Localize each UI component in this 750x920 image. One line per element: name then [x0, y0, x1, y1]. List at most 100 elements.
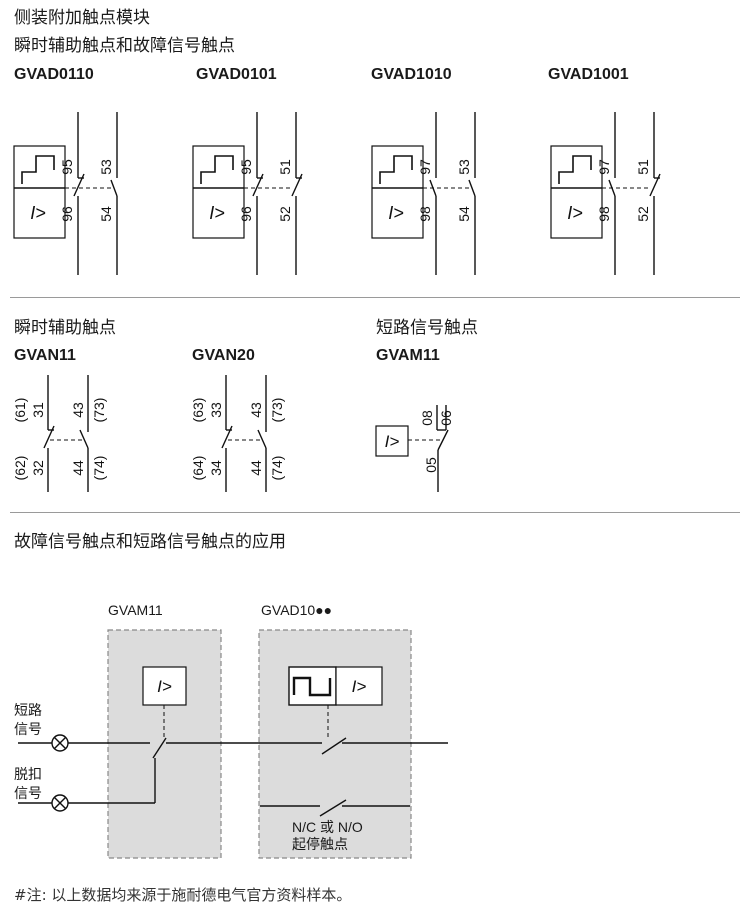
terminal-label: 05: [423, 457, 439, 473]
divider-1: [10, 297, 740, 298]
box2-relay-text: I>: [352, 677, 367, 696]
terminal-label: 51: [277, 159, 293, 175]
terminal-label: 54: [98, 206, 114, 222]
terminal-label: 43: [70, 402, 86, 418]
start-stop-note: 起停触点: [292, 837, 348, 853]
blade: [79, 429, 89, 449]
section1-subtitle: 瞬时辅助触点和故障信号触点: [14, 36, 235, 56]
module-code-2: GVAD0101: [196, 66, 277, 83]
terminal-label: 53: [98, 159, 114, 175]
gvam11-relay-box-text: I>: [385, 432, 400, 451]
terminal-label: (63): [190, 398, 206, 423]
contact-a-blade: [252, 173, 264, 197]
thermal-trip-icon: [558, 155, 592, 184]
gvam11-relay-box: [375, 425, 409, 457]
blade: [257, 429, 267, 449]
terminal-label: 31: [30, 402, 46, 418]
terminal-label: 95: [59, 159, 75, 175]
thermal-box: [288, 666, 337, 706]
contact-b-blade: [291, 173, 303, 197]
terminal-label: 51: [635, 159, 651, 175]
terminal-label: 44: [70, 460, 86, 476]
section2-diagrams: (61)31 43 (73) (62)32 44 (74) (63)33 43 (73) (64)…: [12, 375, 454, 492]
thermal-trip-icon: [200, 155, 234, 184]
gvam11-box: [107, 629, 222, 859]
terminal-label: (73): [269, 398, 285, 423]
gvan20-diagram: (63)33 43 (73) (64)34 44 (74): [190, 375, 285, 492]
module-diagram-1: I> 95 96 53 54: [13, 112, 118, 275]
module-code-3: GVAD1010: [371, 66, 452, 83]
terminal-label: 97: [417, 159, 433, 175]
terminal-label: 43: [248, 402, 264, 418]
section2-left-title: 瞬时辅助触点: [14, 318, 116, 338]
terminal-label: 32: [30, 460, 46, 476]
box2-relay: [335, 666, 383, 706]
terminal-label: 96: [59, 206, 75, 222]
current-relay-symbol: I>: [209, 203, 225, 223]
trip-lamp-icon-x2: [54, 797, 66, 809]
gvan20-code: GVAN20: [192, 347, 255, 364]
module-diagram-2: I> 95 96 51 52: [192, 112, 303, 275]
blade: [437, 429, 449, 451]
terminal-label: (73): [91, 398, 107, 423]
blade: [43, 425, 55, 449]
terminal-label: (61): [12, 398, 28, 423]
terminal-label: 98: [596, 206, 612, 222]
stop-contact-blade: [319, 799, 347, 817]
terminal-label: 54: [456, 206, 472, 222]
blade: [221, 425, 233, 449]
section3-title: 故障信号触点和短路信号触点的应用: [14, 532, 286, 552]
signal1-label-a: 短路: [14, 703, 42, 719]
nc-no-note: N/C 或 N/O: [292, 819, 363, 835]
signal2-label-b: 信号: [14, 786, 42, 802]
terminal-label: 08: [419, 410, 435, 426]
contact-a-blade: [73, 173, 85, 197]
current-relay-symbol: I>: [30, 203, 46, 223]
divider-2: [10, 512, 740, 513]
terminal-label: 44: [248, 460, 264, 476]
gvad-contact-blade: [321, 737, 347, 755]
gvam11-code: GVAM11: [376, 347, 440, 364]
module-box: [192, 145, 245, 239]
module-box: [371, 145, 424, 239]
box1-relay-text: I>: [157, 677, 172, 696]
current-relay-symbol: I>: [567, 203, 583, 223]
box2-label: GVAD10●●: [261, 602, 333, 618]
signal2-label-a: 脱扣: [14, 767, 42, 783]
terminal-label: 53: [456, 159, 472, 175]
thermal-trip-icon: [379, 155, 413, 184]
application-diagram: I> I>: [18, 629, 448, 859]
module-code-4: GVAD1001: [548, 66, 629, 83]
module-box: [550, 145, 603, 239]
terminal-label: 95: [238, 159, 254, 175]
short-circuit-lamp-icon-x2: [54, 737, 66, 749]
module-code-1: GVAD0110: [14, 66, 94, 83]
gvan11-code: GVAN11: [14, 347, 76, 364]
thermal-trip-icon: [292, 676, 332, 697]
terminal-label: (64): [190, 456, 206, 481]
terminal-label: 96: [238, 206, 254, 222]
terminal-label: 33: [208, 402, 224, 418]
box1-relay: [142, 666, 187, 706]
gvam-contact-blade: [152, 737, 167, 759]
section1-title: 侧装附加触点模块: [14, 8, 150, 28]
terminal-label: (74): [269, 456, 285, 481]
terminal-label: 52: [635, 206, 651, 222]
contact-b-blade: [110, 179, 118, 197]
terminal-label: 34: [208, 460, 224, 476]
module-diagram-4: I> 97 98 51 52: [550, 112, 661, 275]
terminal-label: 97: [596, 159, 612, 175]
terminal-label: (62): [12, 456, 28, 481]
box1-label: GVAM11: [108, 602, 163, 618]
terminal-label: 06: [438, 410, 454, 426]
section2-right-title: 短路信号触点: [376, 318, 478, 338]
signal1-label-b: 信号: [14, 722, 42, 738]
terminal-label: 52: [277, 206, 293, 222]
terminal-label: 98: [417, 206, 433, 222]
module-box: [13, 145, 66, 239]
thermal-trip-icon: [21, 155, 55, 184]
